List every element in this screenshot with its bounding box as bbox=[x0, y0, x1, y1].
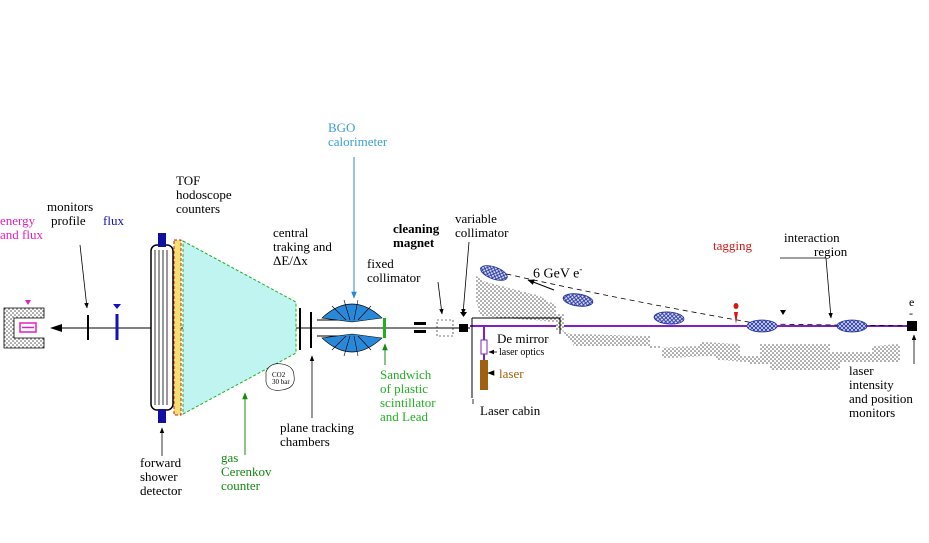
bgo-label-line2: calorimeter bbox=[328, 134, 388, 149]
electron-bunch bbox=[746, 319, 778, 333]
gas-cerenkov-counter bbox=[182, 240, 297, 415]
fixed-label-line1: fixed bbox=[367, 256, 394, 271]
electron-bunch bbox=[653, 311, 685, 325]
electron-energy-sup: - bbox=[579, 264, 583, 274]
energy-label-line2: and flux bbox=[0, 227, 43, 242]
electron-energy-text: 6 GeV e bbox=[533, 266, 580, 282]
forward-label-line1: forward bbox=[140, 455, 182, 470]
cerenkov-note-label: CO2 30 bar bbox=[272, 372, 290, 386]
laser-cabin-label: Laser cabin bbox=[480, 403, 541, 418]
gas-label-line2: Cerenkov bbox=[221, 464, 272, 479]
electron-exit-label: e - bbox=[909, 295, 915, 320]
sandwich-label-line1: Sandwich bbox=[380, 367, 432, 382]
sandwich-label-line2: of plastic bbox=[380, 381, 429, 396]
tagging-marker bbox=[733, 303, 739, 324]
cleaning-magnet bbox=[436, 319, 454, 337]
electron-bunch bbox=[836, 319, 868, 333]
interaction-label-line2: region bbox=[814, 244, 848, 259]
sandwich-label-line3: scintillator bbox=[380, 395, 436, 410]
cerenkov-note-line2: 30 bar bbox=[272, 378, 290, 386]
flux-label: flux bbox=[103, 213, 124, 228]
shielding-lower bbox=[562, 330, 900, 370]
tagging-label: tagging bbox=[713, 238, 752, 253]
shielding-upper bbox=[476, 276, 564, 330]
electron-energy-label: 6 GeV e- bbox=[533, 262, 582, 282]
electron-exit-minus: - bbox=[909, 306, 913, 320]
electron-bunch bbox=[480, 265, 508, 281]
interaction-region-label: interaction region bbox=[784, 231, 847, 259]
fixed-label-line2: collimator bbox=[367, 270, 421, 285]
laser-monitor-block bbox=[907, 321, 917, 331]
variable-collimator bbox=[459, 324, 468, 332]
fixed-collimator bbox=[414, 322, 426, 325]
energy-flux-monitor bbox=[3, 300, 45, 349]
gas-label-line1: gas bbox=[221, 450, 239, 465]
plane-tracking-label: plane tracking chambers bbox=[280, 421, 354, 449]
tof-label-line3: counters bbox=[176, 201, 221, 216]
central-label-line3: ΔE/Δx bbox=[273, 253, 308, 268]
variable-label-line1: variable bbox=[455, 211, 497, 226]
central-tracking-label: central traking and ΔE/Δx bbox=[273, 226, 332, 268]
gas-label-line3: counter bbox=[221, 478, 260, 493]
bgo-label-line1: BGO bbox=[328, 120, 356, 135]
electron-bunch bbox=[562, 293, 594, 307]
tof-label-line2: hodoscope bbox=[176, 187, 232, 202]
laser-label: laser bbox=[499, 366, 524, 381]
energy-flux-label: energy and flux bbox=[0, 214, 43, 242]
forward-label-line2: shower bbox=[140, 469, 178, 484]
cleaning-label-line1: cleaning bbox=[393, 221, 440, 236]
laser-monitors-line2: intensity bbox=[849, 377, 894, 392]
cleaning-label-line2: magnet bbox=[393, 235, 435, 250]
energy-label-line1: energy bbox=[0, 213, 36, 228]
laser-monitors-line4: monitors bbox=[849, 405, 896, 420]
cerenkov-note-line1: CO2 bbox=[272, 371, 286, 379]
sandwich-label: Sandwich of plastic scintillator and Lea… bbox=[380, 368, 436, 424]
sandwich-endcap bbox=[383, 318, 386, 338]
laser-optics-label: laser optics bbox=[499, 347, 545, 358]
tof-label-line1: TOF bbox=[176, 173, 201, 188]
fixed-collimator-label: fixed collimator bbox=[367, 257, 420, 285]
electron-exit-e: e bbox=[909, 295, 915, 309]
sandwich-label-line4: and Lead bbox=[380, 409, 429, 424]
gas-cerenkov-label: gas Cerenkov counter bbox=[221, 451, 272, 493]
plane-label-line2: chambers bbox=[280, 434, 330, 449]
variable-label-line2: collimator bbox=[455, 225, 509, 240]
laser-monitors-line3: and position bbox=[849, 391, 913, 406]
electron-trajectory bbox=[479, 267, 913, 327]
interaction-label-line1: interaction bbox=[784, 230, 840, 245]
tof-hodoscope bbox=[173, 239, 182, 416]
tof-label: TOF hodoscope counters bbox=[176, 174, 232, 216]
beam-arrow-icon bbox=[50, 324, 62, 332]
cleaning-magnet-label: cleaning magnet bbox=[393, 222, 439, 250]
monitors-label-line1: monitors bbox=[47, 199, 94, 214]
cerenkov-note bbox=[265, 363, 295, 391]
forward-label-line3: detector bbox=[140, 483, 182, 498]
de-mirror-label: De mirror bbox=[497, 331, 549, 346]
plane-label-line1: plane tracking bbox=[280, 420, 354, 435]
bgo-label: BGO calorimeter bbox=[328, 121, 387, 149]
monitors-profile-label: monitors profile bbox=[47, 200, 93, 228]
laser-monitors-line1: laser bbox=[849, 363, 874, 378]
laser-cabin bbox=[471, 317, 561, 398]
forward-shower-label: forward shower detector bbox=[140, 456, 182, 498]
central-label-line2: traking and bbox=[273, 239, 332, 254]
bgo-calorimeter bbox=[321, 299, 383, 357]
profile-label-line2: profile bbox=[51, 213, 86, 228]
laser-monitors-label: laser intensity and position monitors bbox=[849, 364, 913, 420]
forward-shower-detector bbox=[150, 233, 174, 423]
central-label-line1: central bbox=[273, 225, 309, 240]
variable-collimator-label: variable collimator bbox=[455, 212, 508, 240]
